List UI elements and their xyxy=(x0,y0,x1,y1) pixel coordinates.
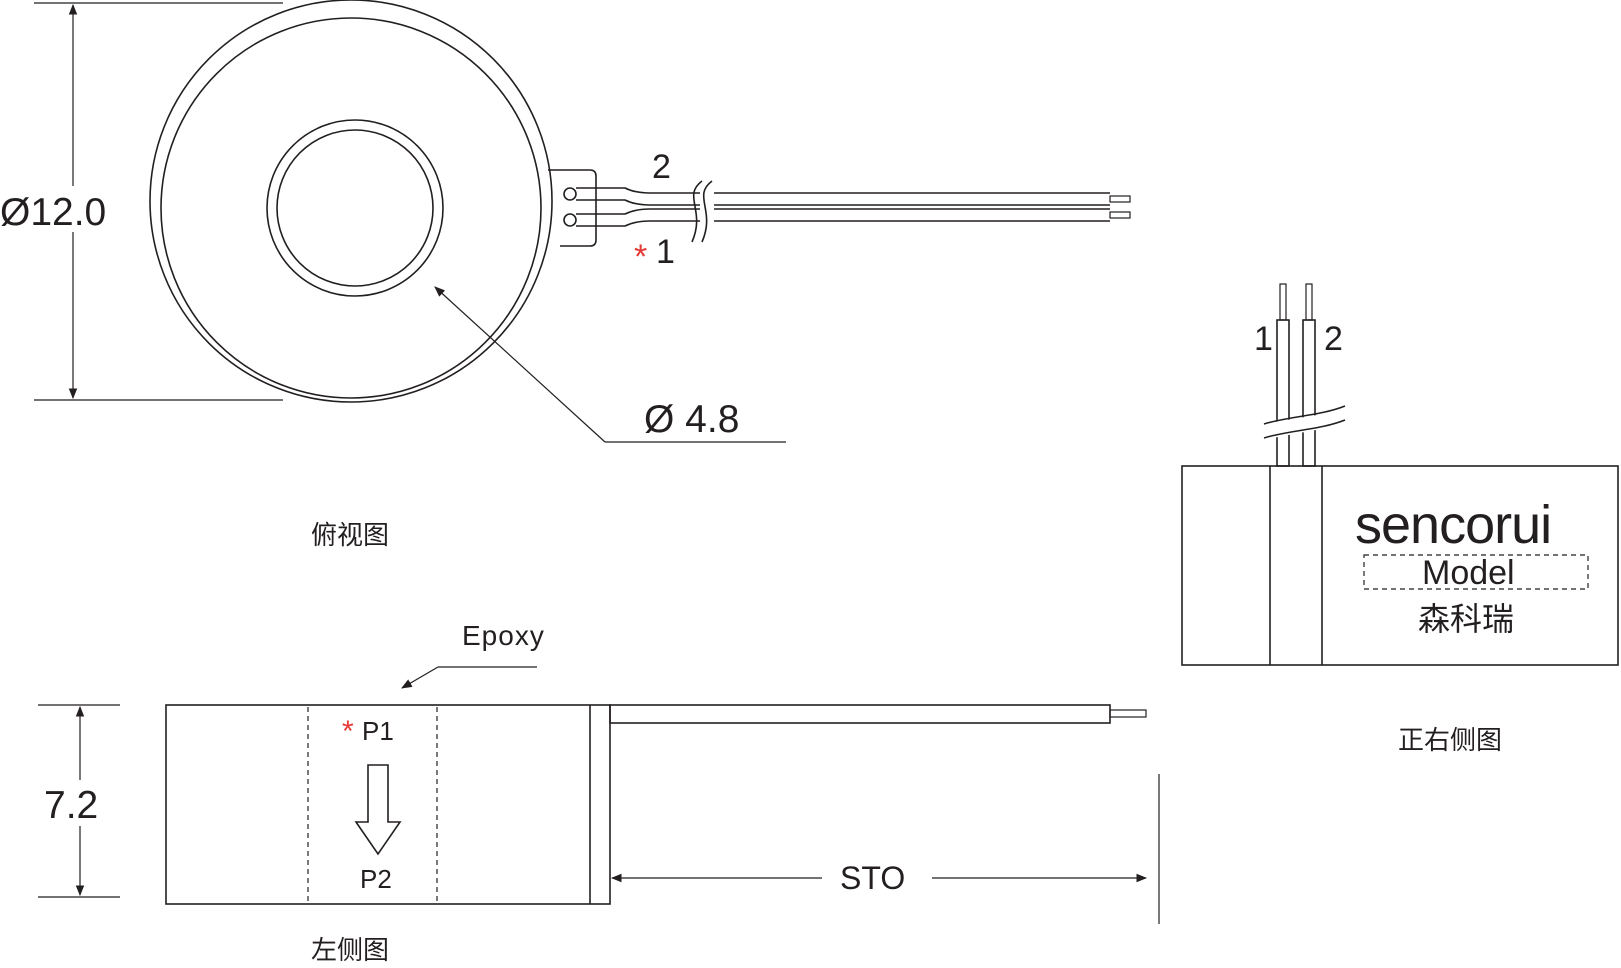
wire-2-lower xyxy=(576,199,1110,206)
left-view xyxy=(38,666,1160,924)
inner-diameter-label: Ø 4.8 xyxy=(644,398,739,441)
p1-label: P1 xyxy=(362,716,394,746)
outer-ring-inner-edge xyxy=(160,17,542,399)
break-mark-right xyxy=(701,180,713,243)
right-wire-2 xyxy=(1302,319,1316,467)
p2-label: P2 xyxy=(360,864,392,894)
dimension-label-bg xyxy=(0,186,122,232)
height-label-bg xyxy=(40,780,120,826)
wire-2-upper xyxy=(576,187,1110,194)
top-view-caption: 俯视图 xyxy=(311,521,389,551)
left-view-caption: 左侧图 xyxy=(311,936,389,966)
wire-number-1: 1 xyxy=(656,233,675,271)
right-view-caption: 正右侧图 xyxy=(1398,726,1502,756)
right-break-gap xyxy=(1262,410,1348,440)
outer-diameter-label: Ø12.0 xyxy=(0,191,106,234)
left-view-body xyxy=(165,704,611,905)
wire-1-star: * xyxy=(634,238,647,276)
solder-point-2 xyxy=(563,187,577,201)
length-label: STO xyxy=(840,860,905,896)
wire-1-upper xyxy=(576,208,1110,215)
wire-2-tip xyxy=(1109,195,1131,203)
top-view xyxy=(0,0,1131,443)
brand-logo: sencorui xyxy=(1355,495,1551,555)
right-wire-1-tip xyxy=(1279,283,1287,321)
right-wire-number-2: 2 xyxy=(1324,320,1343,358)
direction-arrow-icon xyxy=(354,764,402,856)
inner-diameter-leader xyxy=(434,286,606,443)
epoxy-label: Epoxy xyxy=(462,620,545,651)
model-dashed-box xyxy=(1363,554,1589,590)
wire-number-2: 2 xyxy=(652,148,671,186)
wire-exit-tab xyxy=(548,169,597,247)
right-wire-1 xyxy=(1276,319,1290,467)
right-break-mark-bottom xyxy=(1263,419,1346,439)
wire-1-tip xyxy=(1109,211,1131,219)
right-wire-2-tip xyxy=(1305,283,1313,321)
right-view-body xyxy=(1181,465,1619,666)
height-label: 7.2 xyxy=(44,784,98,827)
solder-point-1 xyxy=(563,213,577,227)
p1-star: * xyxy=(342,715,354,748)
outer-ring xyxy=(149,0,553,403)
left-view-wire xyxy=(609,704,1111,724)
break-mark-left xyxy=(691,180,703,243)
model-label: Model xyxy=(1422,554,1515,592)
right-break-mark-top xyxy=(1263,405,1346,425)
right-view xyxy=(1181,283,1619,666)
brand-cn-label: 森科瑞 xyxy=(1418,600,1514,638)
left-view-wire-tip xyxy=(1109,709,1147,718)
right-wire-number-1: 1 xyxy=(1254,320,1273,358)
wire-1-lower xyxy=(576,220,1110,227)
epoxy-leader xyxy=(401,666,439,689)
center-hole-inner xyxy=(276,129,434,287)
center-hole-outer xyxy=(266,119,444,297)
